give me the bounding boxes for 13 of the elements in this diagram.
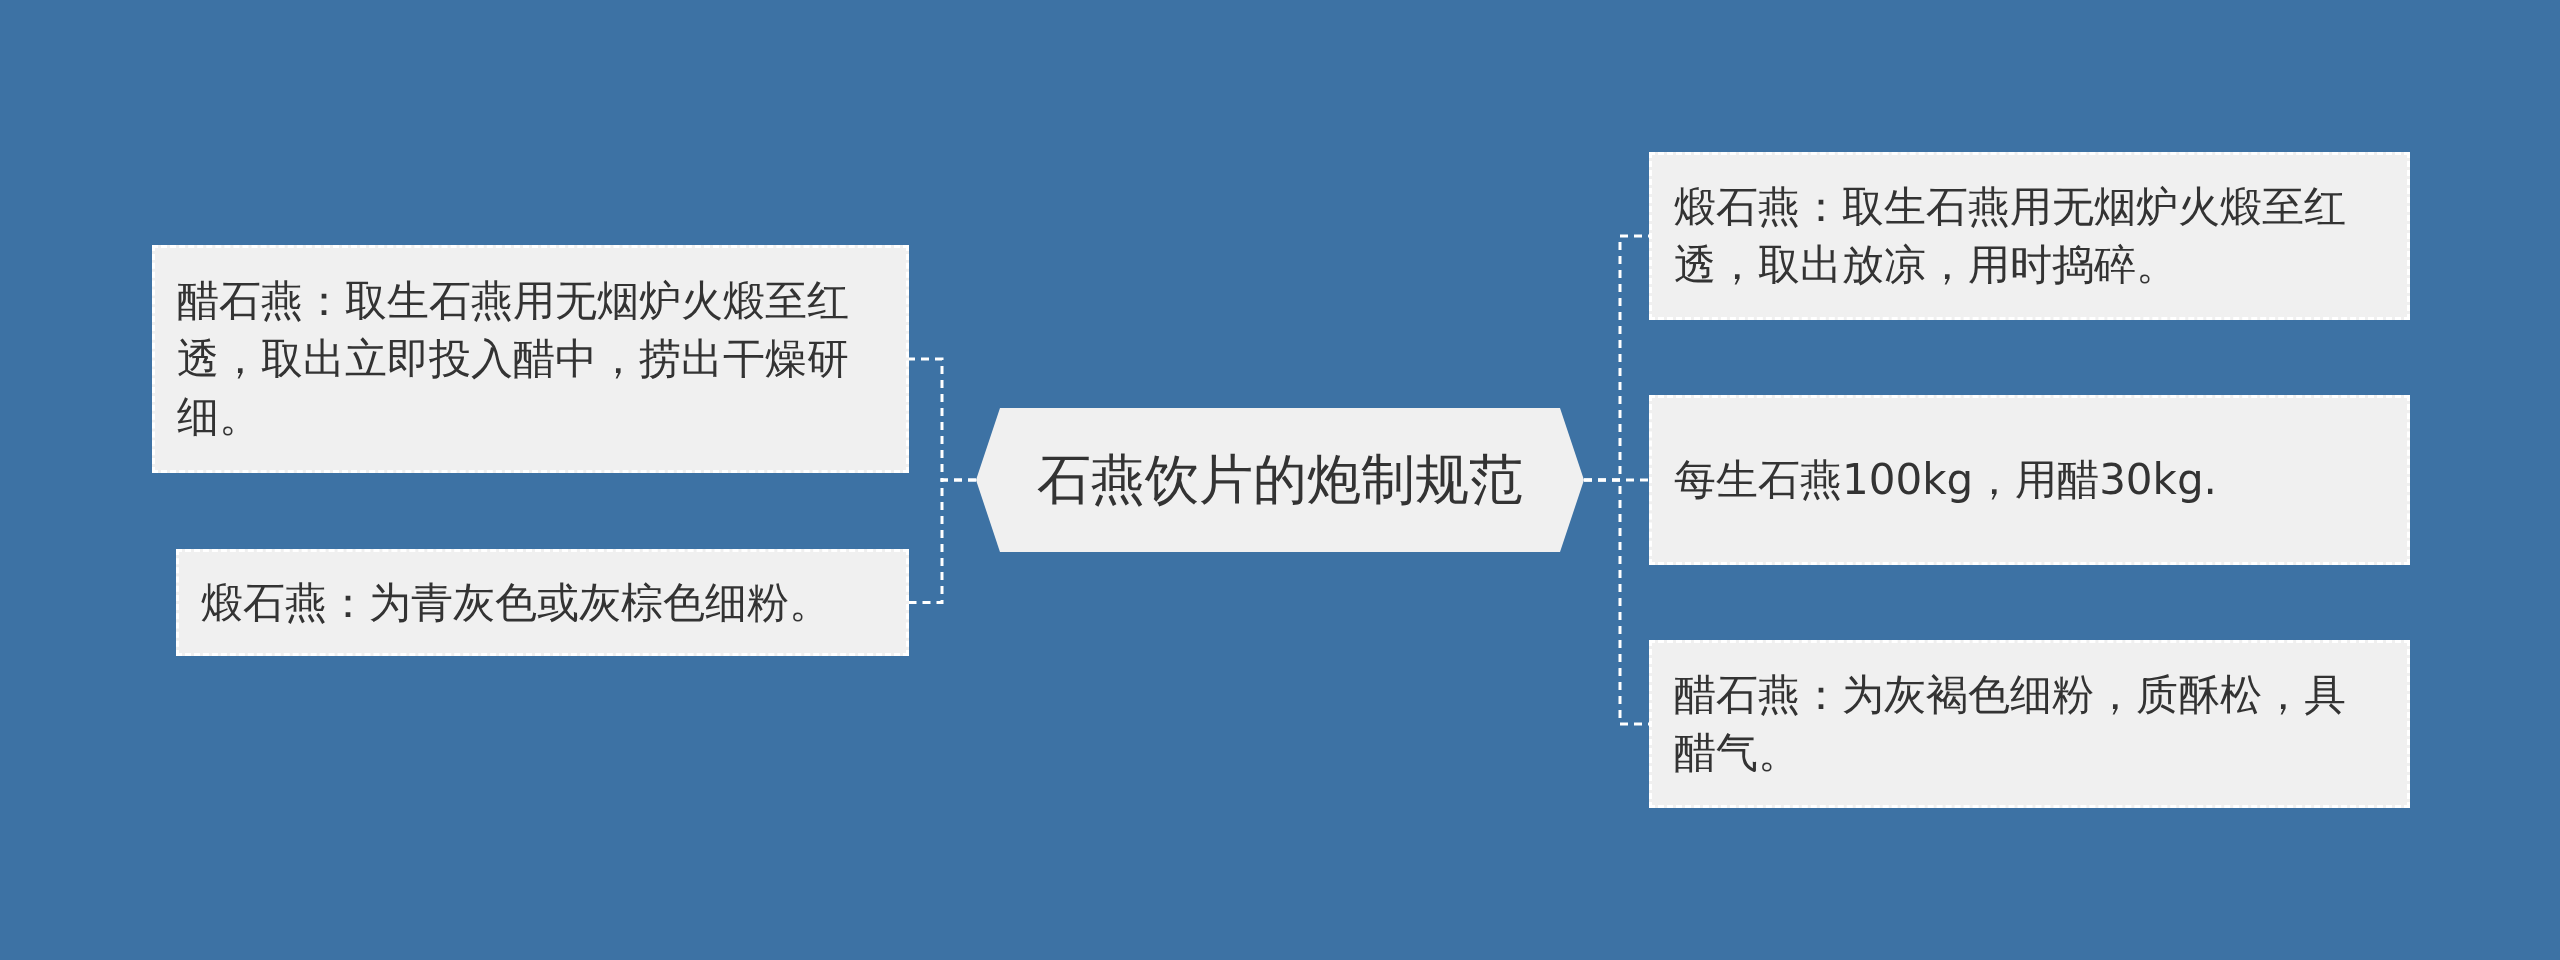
text-card — [1649, 152, 2410, 320]
node-text: 醋石燕：取生石燕用无烟炉火煅至红透，取出立即投入醋中，捞出干燥研细。 — [177, 275, 850, 443]
text-card — [1649, 395, 2410, 565]
node-text: 石燕饮片的炮制规范 — [1036, 448, 1524, 512]
node-text: 煅石燕：取生石燕用无烟炉火煅至红透，取出放凉，用时捣碎。 — [1674, 181, 2347, 291]
topic-hexagon — [976, 408, 1584, 552]
text-card — [1649, 640, 2410, 808]
node-text: 煅石燕：为青灰色或灰棕色细粉。 — [201, 576, 831, 629]
node-text: 醋石燕：为灰褐色细粉，质酥松，具醋气。 — [1674, 669, 2347, 779]
node-text: 每生石燕100kg，用醋30kg. — [1674, 454, 2217, 506]
text-card — [152, 245, 909, 473]
connector-line — [909, 478, 976, 604]
text-card — [176, 549, 909, 656]
